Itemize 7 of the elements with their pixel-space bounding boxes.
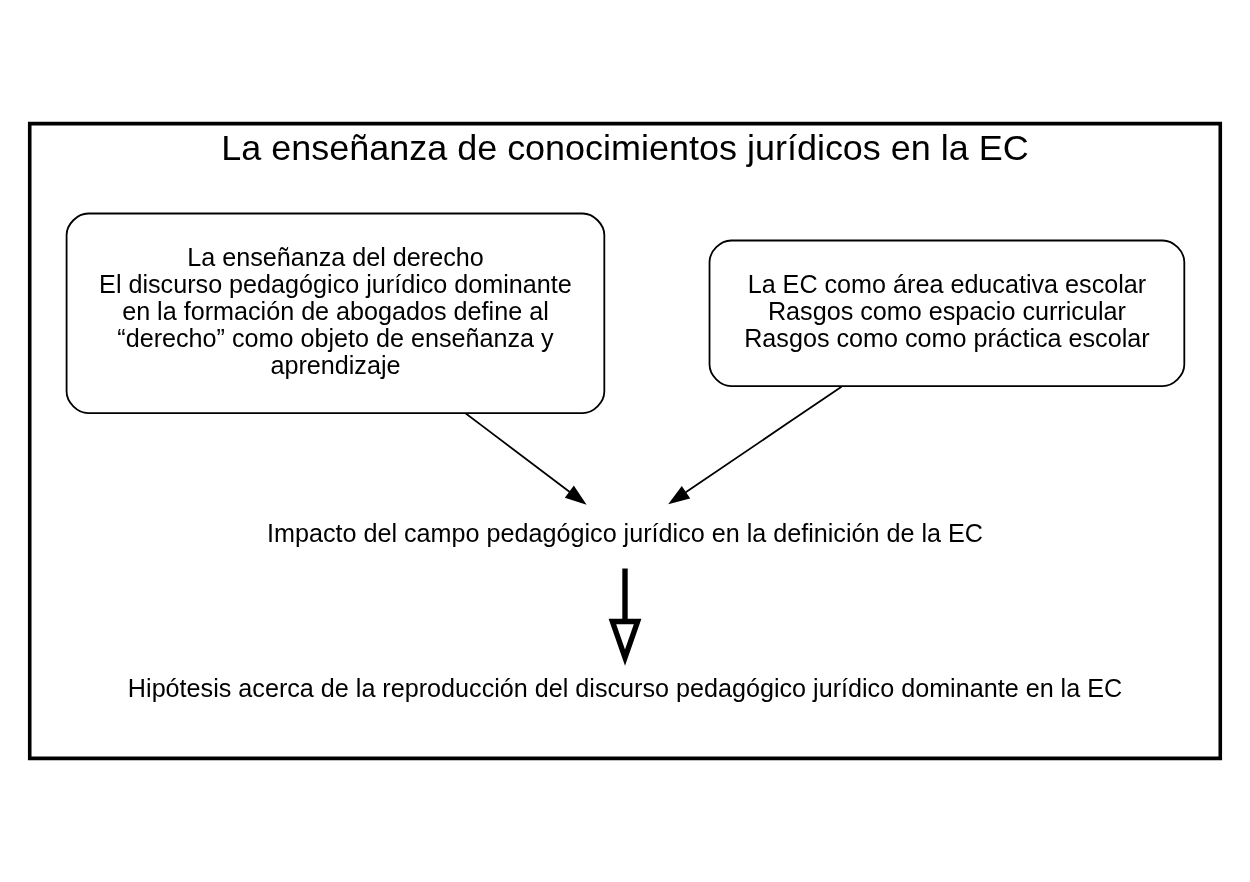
node-text: Impacto del campo pedagógico jurídico en la definición de la EC — [267, 519, 983, 548]
arrow — [668, 385, 843, 505]
arrow — [608, 568, 642, 666]
arrow — [464, 412, 587, 505]
node-box: La EC como área educativa escolar Rasgos como espacio curricular Rasgos como como práctica escolar — [708, 239, 1186, 388]
node-box: La enseñanza del derecho El discurso pedagógico jurídico dominante en la formación de abogados define al “derecho” como objeto de enseñanza y aprendizaje — [65, 212, 606, 414]
node-text: Hipótesis acerca de la reproducción del discurso pedagógico jurídico dominante en la EC — [127, 673, 1123, 702]
